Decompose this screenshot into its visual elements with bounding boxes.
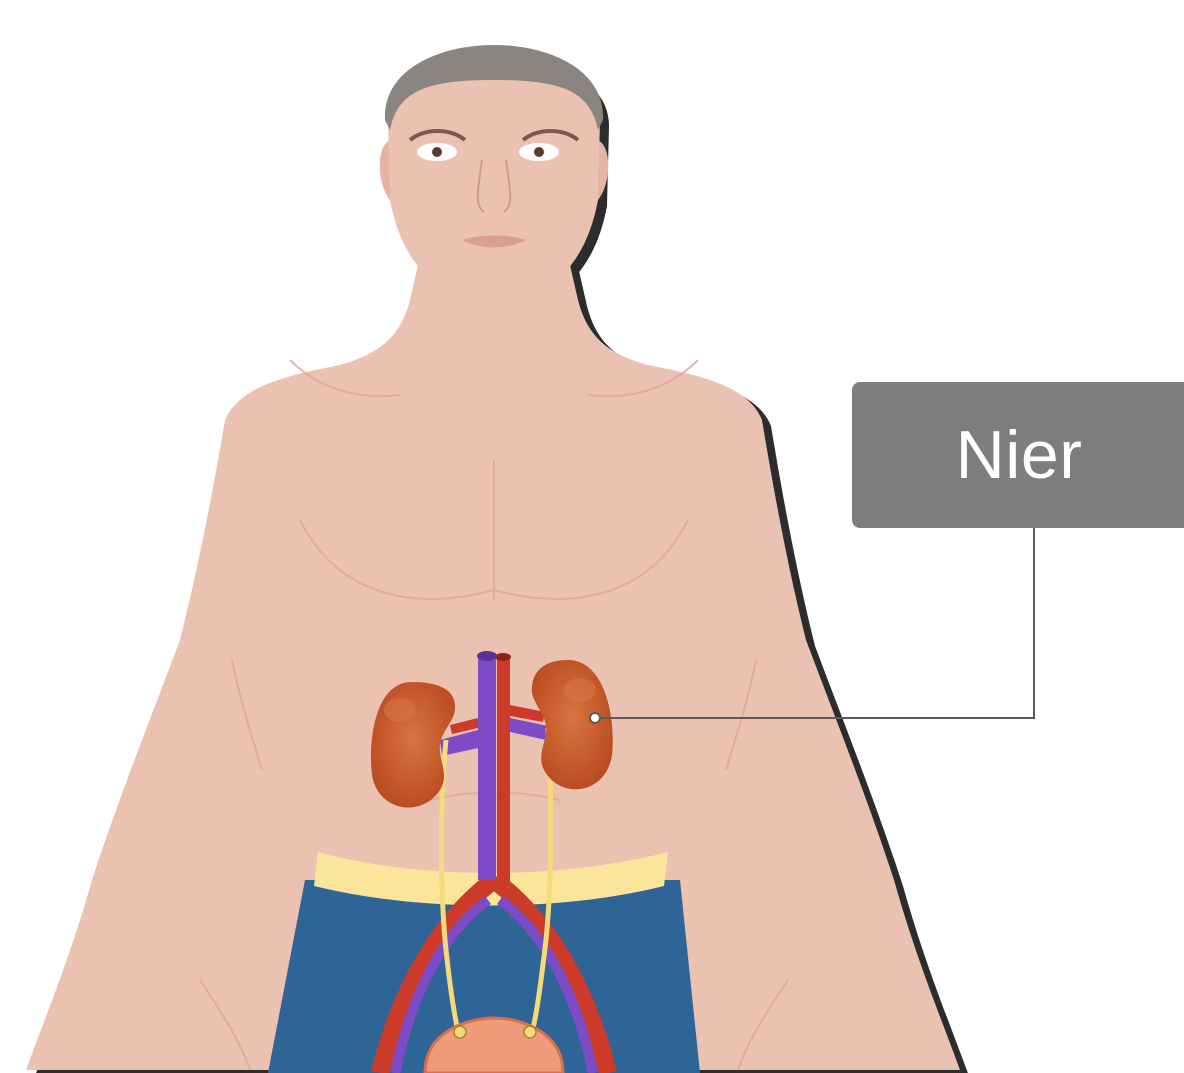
organ-label: Nier [852,382,1184,528]
face [388,53,600,306]
aorta [497,656,510,890]
pointer-dot-icon [590,713,600,723]
organ-label-text: Nier [956,416,1083,494]
vena-cava [478,656,496,880]
